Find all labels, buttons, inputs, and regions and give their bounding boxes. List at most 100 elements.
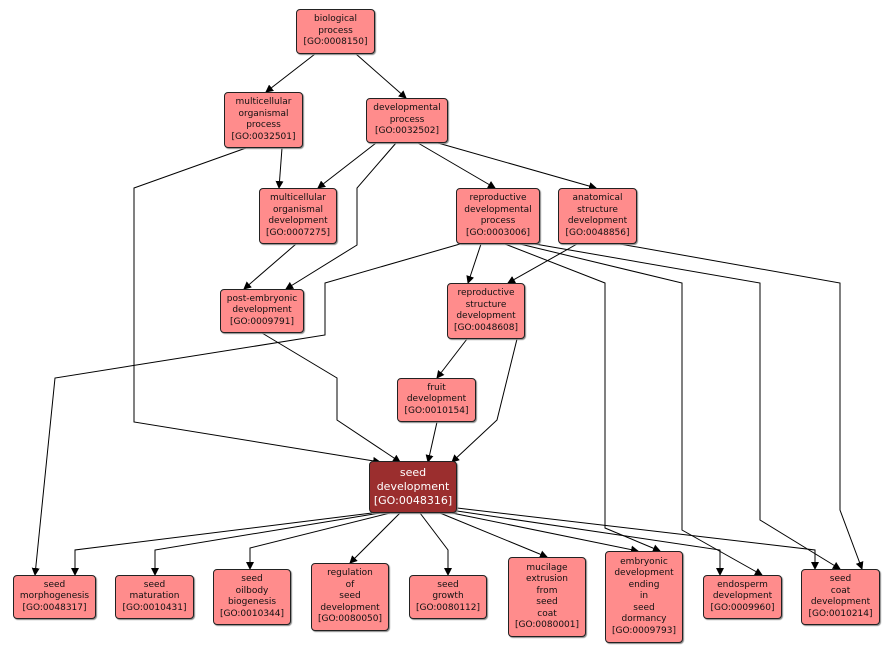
edge [619, 243, 864, 570]
edge [417, 142, 496, 189]
term-id: [GO:0009793] [611, 625, 677, 636]
term-name-line: morphogenesis [19, 591, 90, 602]
edge [243, 243, 297, 290]
term-name-line: seed [143, 579, 166, 590]
edge [451, 512, 639, 554]
term-id: [GO:0003006] [465, 227, 531, 238]
term-name-line: coat [537, 608, 557, 619]
term-name-line: multicellular [235, 97, 292, 107]
term-name-line: organismal [238, 108, 289, 119]
term-name-line: development [232, 305, 292, 316]
term-name-line: seed [829, 574, 852, 584]
term-name-line: development [456, 311, 516, 321]
term-name-line: multicellular [270, 193, 326, 203]
term-name-line: seed [536, 597, 558, 607]
term-name-line: process [480, 216, 516, 226]
term-name-line: from [536, 585, 558, 596]
edge [456, 507, 819, 570]
edge [71, 512, 373, 576]
term-name-line: development [406, 394, 467, 405]
term-name-line: mucilage [526, 562, 568, 573]
term-name-line: biological [314, 14, 357, 25]
term-id: [GO:0007275] [265, 227, 331, 238]
term-name-line: seed [241, 574, 263, 584]
term-id: [GO:0080050] [317, 614, 383, 625]
term-name-line: organismal [273, 204, 323, 215]
term-name-line: anatomical [572, 193, 623, 203]
term-name-line: development [614, 568, 674, 579]
edge [456, 510, 724, 576]
term-name-line: dormancy [621, 614, 667, 625]
term-id: [GO:0008150] [303, 37, 368, 48]
term-name-line: development [320, 602, 380, 613]
term-name-line: process [246, 120, 281, 130]
term-name-line: structure [577, 204, 618, 215]
term-name-line: extrusion [525, 574, 569, 584]
term-name-line: endosperm [717, 579, 768, 590]
term-id: [GO:0010431] [122, 602, 187, 613]
term-name-line: seed [43, 579, 66, 590]
term-name-line: process [318, 25, 353, 36]
edge [425, 421, 438, 463]
term-id: [GO:0009960] [710, 602, 775, 613]
term-name-line: biogenesis [227, 597, 277, 607]
term-name-line: fruit [427, 382, 446, 393]
term-name-line: in [639, 591, 649, 602]
term-name-line: seed [633, 602, 655, 613]
term-name-line: seed [339, 591, 361, 602]
term-name-line: development [810, 597, 871, 607]
edge [504, 243, 661, 552]
term-id: [GO:0032501] [231, 131, 296, 142]
term-id: [GO:0080001] [514, 620, 580, 630]
edge [439, 512, 548, 559]
term-id: [GO:0048608] [453, 322, 519, 333]
edge [246, 512, 391, 570]
term-id: [GO:0048317] [22, 602, 87, 613]
term-id: [GO:0009791] [229, 316, 295, 327]
term-name-line: maturation [129, 591, 180, 602]
term-name-line: reproductive [469, 193, 527, 203]
term-name-line: post-embryonic [226, 293, 298, 304]
edge [151, 512, 381, 576]
edge [275, 147, 284, 189]
term-name-line: oilbody [235, 585, 269, 596]
term-name-line: embryonic [620, 556, 668, 567]
term-name-line: development [712, 591, 773, 602]
term-id: [GO:0010154] [404, 405, 469, 416]
edge [261, 332, 401, 463]
term-name-line: development [268, 216, 328, 226]
term-name-line: developmental [373, 103, 441, 114]
edge [507, 243, 578, 284]
edge [317, 142, 377, 189]
edge [265, 53, 316, 93]
term-id: [GO:0010214] [808, 608, 873, 619]
term-name-line: seed [437, 579, 459, 590]
edge [285, 142, 397, 290]
term-name-line: development [376, 480, 450, 493]
term-id: [GO:0048316] [373, 494, 453, 507]
term-id: [GO:0080112] [415, 602, 481, 613]
edge [133, 147, 381, 465]
term-name-line: developmental [464, 204, 532, 215]
